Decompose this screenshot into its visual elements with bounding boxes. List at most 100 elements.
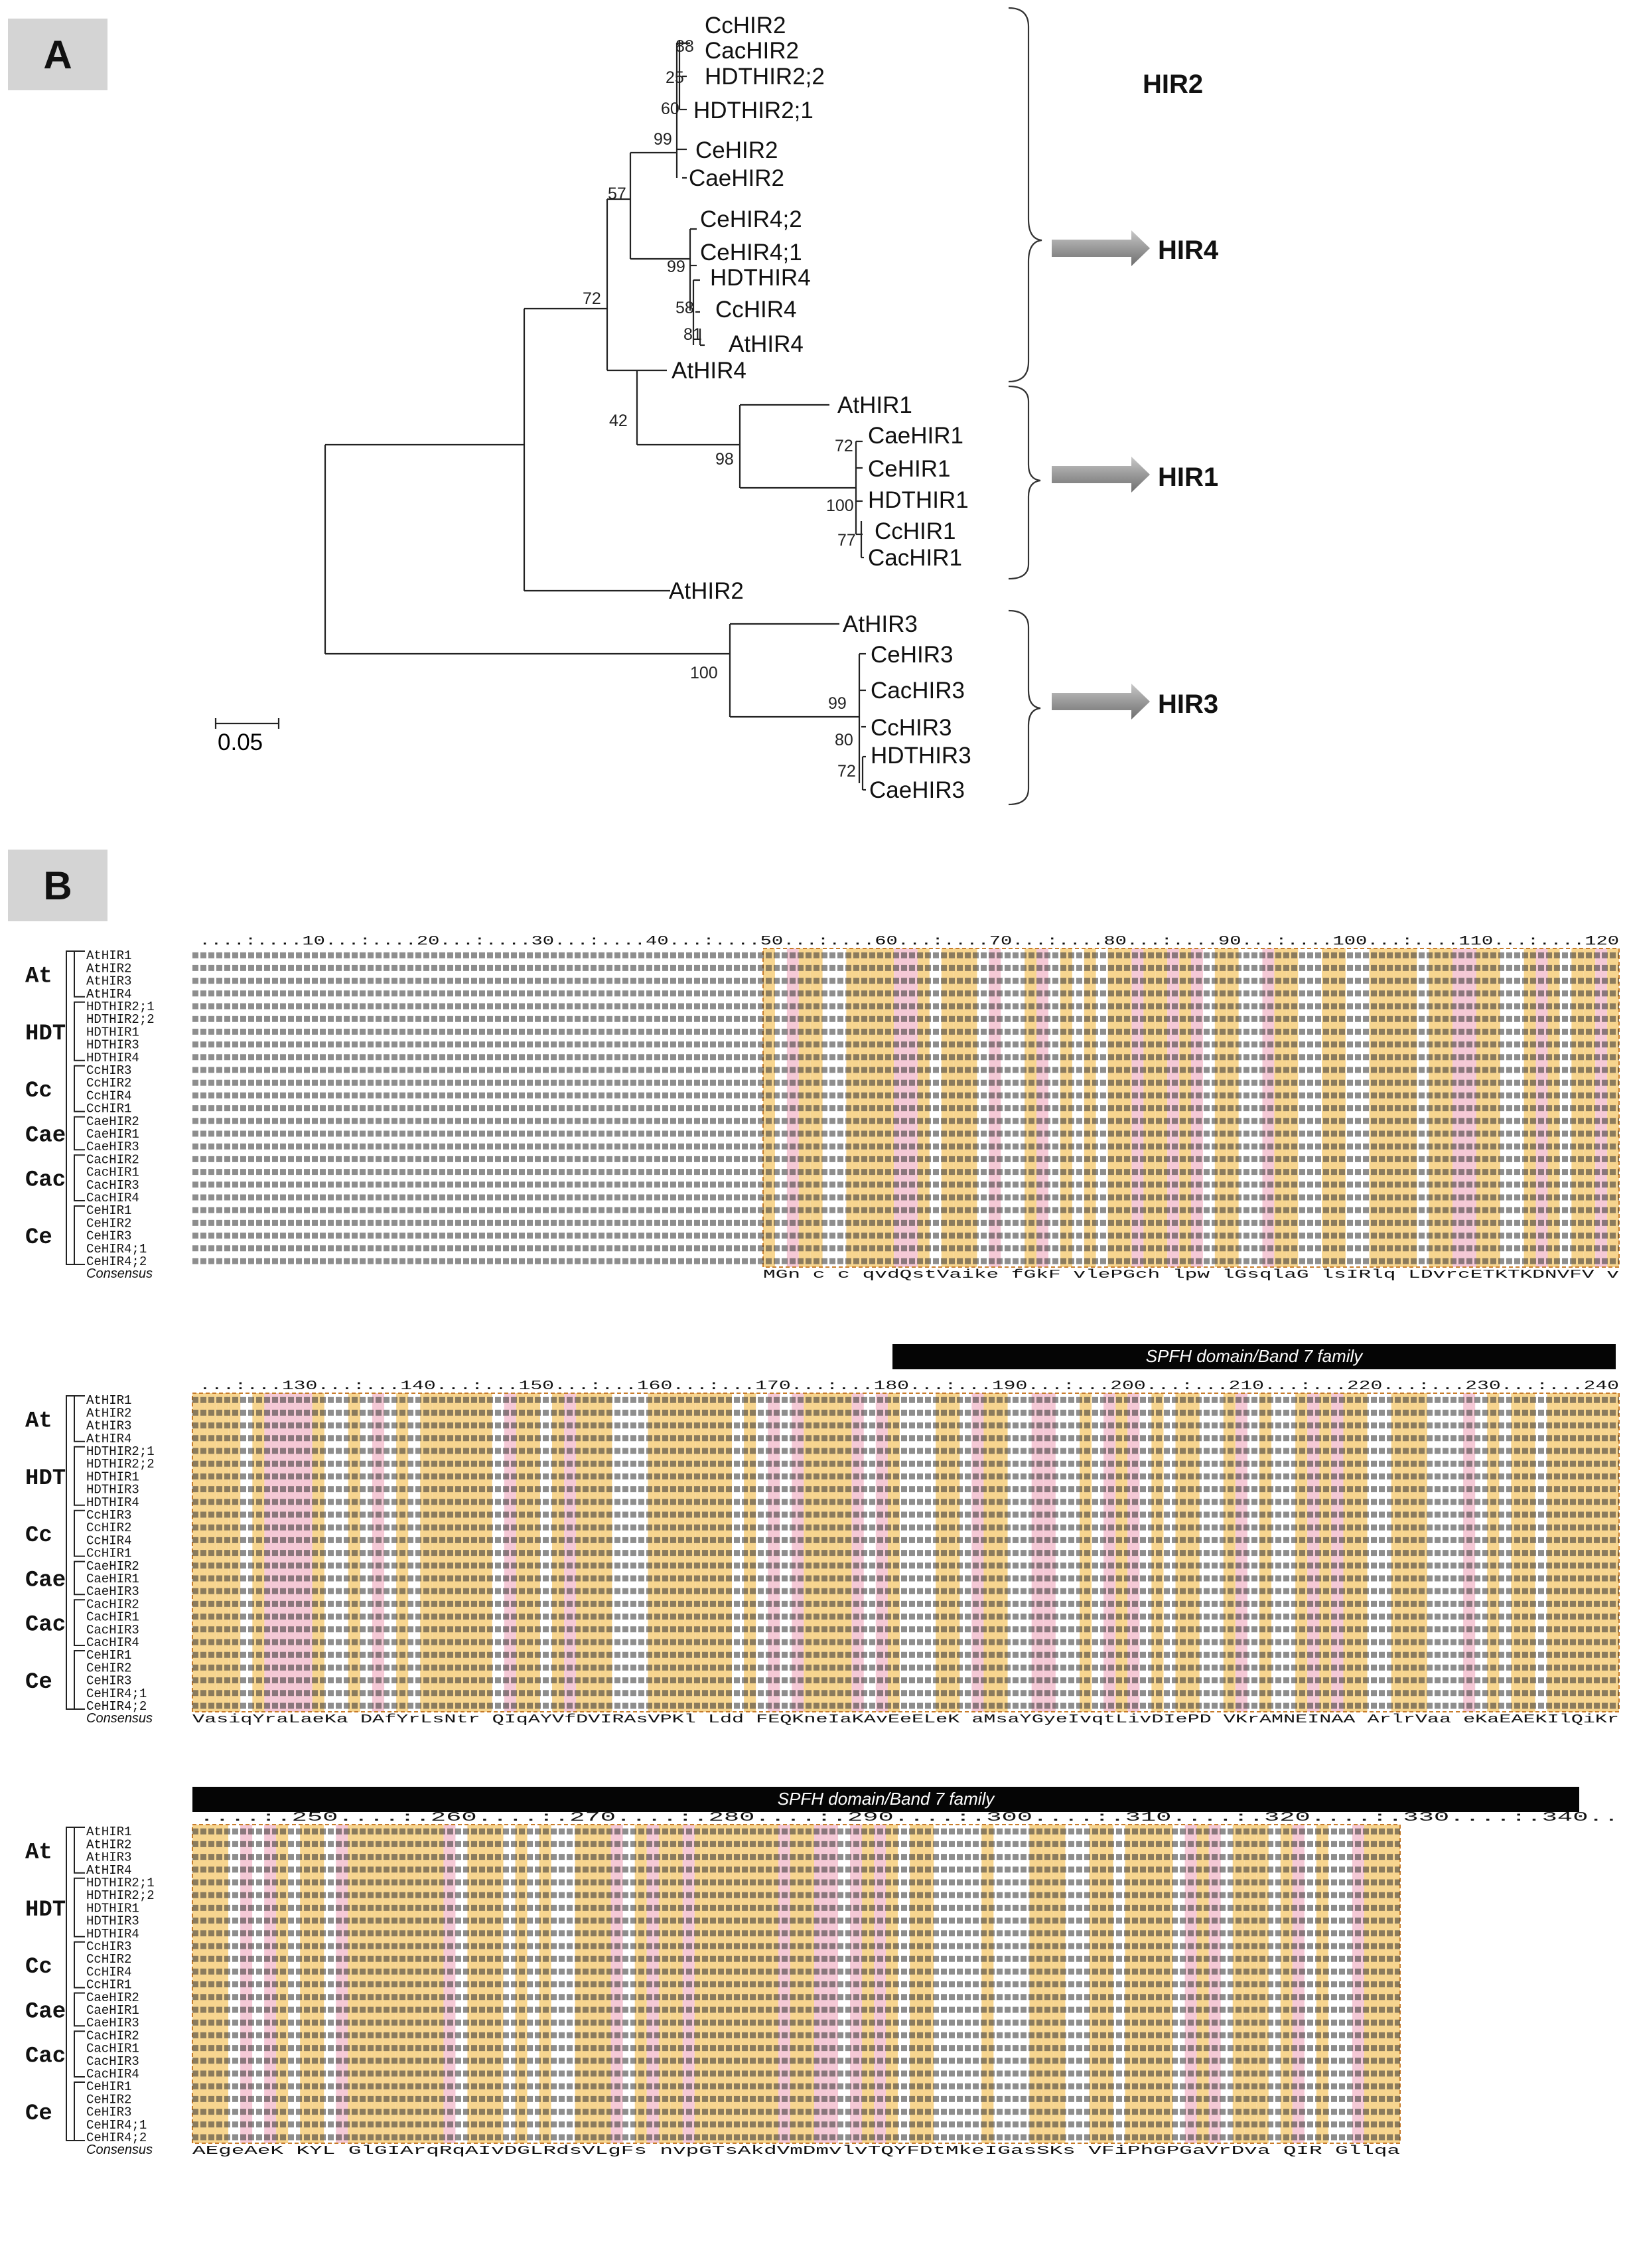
alignment-ruler: ....:.250....:.260....:.270....:.280....… <box>199 1810 1619 1825</box>
leaf-ce-hir4-1: CeHIR4;1 <box>700 240 802 265</box>
consensus-sequence: VasiqYraLaeKa DAfYrLsNtr QIqAYVfDVIRAsVP… <box>192 1713 1619 1726</box>
bootstrap-value: 72 <box>837 762 856 781</box>
sequence-name: HDTHIR4 <box>86 1927 139 1941</box>
leaf-cac-hir1: CacHIR1 <box>868 545 962 571</box>
sequence-name: CeHIR1 <box>86 1203 131 1218</box>
bootstrap-value: 58 <box>675 299 694 317</box>
leaf-hdt-hir4: HDTHIR4 <box>710 265 811 291</box>
bootstrap-value: 42 <box>609 412 628 430</box>
sequence-name: HDTHIR2;2 <box>86 1888 155 1903</box>
sequence-name: CacHIR2 <box>86 1152 139 1167</box>
group-bracket <box>74 1827 85 1874</box>
sequence-name: CcHIR2 <box>86 1952 131 1967</box>
sequence-name: CeHIR3 <box>86 2105 131 2120</box>
bootstrap-value: 99 <box>654 130 672 149</box>
sequence-name: CeHIR4;1 <box>86 1242 147 1256</box>
group-bracket <box>66 950 74 1265</box>
alignment-block <box>66 1393 1620 1812</box>
clade-label-hir4: HIR4 <box>1158 236 1219 265</box>
group-bracket <box>66 1827 74 2141</box>
panel-a-letter: A <box>43 32 72 77</box>
group-label: At <box>25 1840 52 1865</box>
sequence-name: CacHIR3 <box>86 1623 139 1637</box>
sequence-name: CacHIR3 <box>86 1178 139 1193</box>
leaf-at-hir3: AtHIR3 <box>843 611 918 637</box>
leaf-at-hir2: AtHIR2 <box>669 578 744 604</box>
bootstrap-value: 99 <box>667 258 685 276</box>
sequence-name: CeHIR4;1 <box>86 1687 147 1701</box>
bootstrap-value: 60 <box>661 100 679 118</box>
leaf-hdt-hir2-1: HDTHIR2;1 <box>693 98 814 123</box>
sequence-name: AtHIR2 <box>86 1406 131 1420</box>
group-label: Ce <box>25 1225 52 1250</box>
group-label: Cac <box>25 2044 66 2070</box>
sequence-name: CeHIR3 <box>86 1229 131 1244</box>
group-bracket <box>74 1941 85 1989</box>
domain-bar-label: SPFH domain/Band 7 family <box>778 1789 996 1809</box>
bootstrap-value: 77 <box>837 531 856 550</box>
alignment-block <box>66 1824 1401 2144</box>
sequence-name: HDTHIR4 <box>86 1051 139 1065</box>
sequence-name: HDTHIR1 <box>86 1025 139 1039</box>
bootstrap-value: 88 <box>675 37 694 56</box>
sequence-name: CacHIR1 <box>86 2042 139 2056</box>
alignment-ruler: ...:...130...:...140...:...150...:...160… <box>199 1379 1619 1393</box>
sequence-name: HDTHIR2;2 <box>86 1457 155 1472</box>
group-bracket <box>74 1599 85 1646</box>
sequence-name: AtHIR1 <box>86 1825 131 1839</box>
sequence-name: AtHIR4 <box>86 1863 131 1878</box>
sequence-name: CaeHIR1 <box>86 1127 139 1142</box>
consensus-sequence: MGn c c qvdQstVaike fGkF vlePGch lpw lGs… <box>763 1268 1619 1282</box>
sequence-name: CacHIR4 <box>86 1635 139 1650</box>
sequence-name: CaeHIR1 <box>86 2003 139 2018</box>
bootstrap-value: 100 <box>690 664 718 682</box>
panel-a-label: A <box>8 19 107 90</box>
bootstrap-value: 25 <box>666 68 684 87</box>
sequence-name: AtHIR4 <box>86 987 131 1002</box>
sequence-name: CeHIR1 <box>86 1648 131 1663</box>
sequence-name: CaeHIR2 <box>86 1991 139 2005</box>
sequence-name: CacHIR4 <box>86 2067 139 2081</box>
group-bracket <box>74 2081 85 2141</box>
sequence-name: HDTHIR3 <box>86 1914 139 1929</box>
tree-branches <box>214 40 866 791</box>
leaf-hdt-hir3: HDTHIR3 <box>871 743 971 769</box>
group-label: At <box>25 964 52 989</box>
sequence-name: CcHIR2 <box>86 1521 131 1535</box>
sequence-name: CcHIR3 <box>86 1939 131 1954</box>
bootstrap-value: 98 <box>715 450 734 469</box>
sequence-name: AtHIR1 <box>86 948 131 963</box>
leaf-cc-hir4: CcHIR4 <box>715 297 797 323</box>
leaf-cc-hir2: CcHIR2 <box>705 13 786 38</box>
sequence-name: HDTHIR1 <box>86 1901 139 1916</box>
sequence-name: CeHIR4;1 <box>86 2118 147 2133</box>
domain-bar <box>192 1787 1579 1812</box>
group-bracket <box>74 1395 85 1442</box>
sequence-name: HDTHIR2;1 <box>86 1444 155 1459</box>
group-bracket <box>74 1509 85 1557</box>
group-label: Cc <box>25 1079 52 1104</box>
leaf-hdt-hir1: HDTHIR1 <box>868 487 969 513</box>
sequence-name: HDTHIR4 <box>86 1495 139 1510</box>
leaf-cae-hir3: CaeHIR3 <box>869 777 965 803</box>
group-bracket <box>74 1877 85 1937</box>
sequence-name: HDTHIR3 <box>86 1038 139 1053</box>
sequence-name: AtHIR1 <box>86 1393 131 1408</box>
group-label: Cc <box>25 1955 52 1980</box>
leaf-cac-hir3: CacHIR3 <box>871 678 965 704</box>
leaf-at-hir4: AtHIR4 <box>729 331 804 357</box>
sequence-name: CeHIR4;2 <box>86 2131 147 2145</box>
sequence-name: CcHIR4 <box>86 1965 131 1979</box>
sequence-name: CeHIR2 <box>86 1216 131 1231</box>
group-bracket <box>74 950 85 998</box>
sequence-name: CaeHIR2 <box>86 1559 139 1574</box>
group-label: Ce <box>25 1670 52 1695</box>
bootstrap-value: 72 <box>583 289 601 308</box>
sequence-name: HDTHIR1 <box>86 1470 139 1484</box>
leaf-hdt-hir2-2: HDTHIR2;2 <box>705 64 825 90</box>
group-label: Cac <box>25 1168 66 1193</box>
clade-arrows <box>1052 230 1150 719</box>
bootstrap-value: 100 <box>826 496 854 515</box>
sequence-name: CcHIR1 <box>86 1102 131 1116</box>
alignment-ruler: ....:....10...:....20...:....30...:....4… <box>199 934 1619 948</box>
